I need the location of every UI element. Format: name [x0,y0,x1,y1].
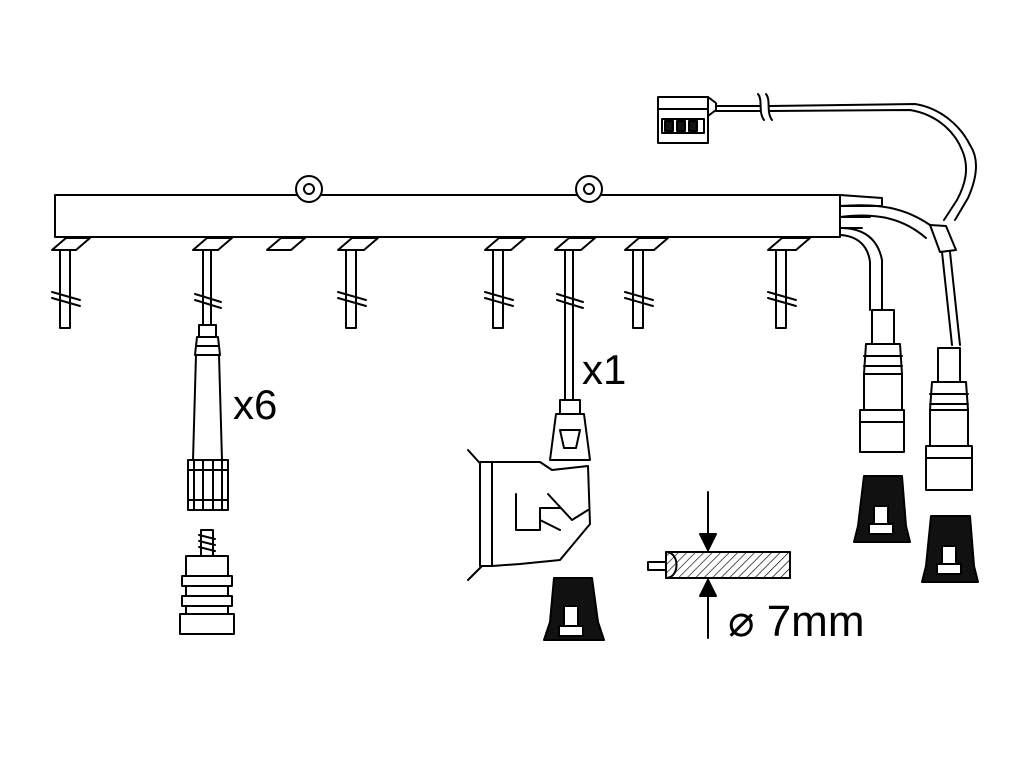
lead-right-2 [926,225,972,490]
black-boot-3 [922,516,978,582]
lead-stub-7 [625,238,668,328]
spark-plug-lead [188,250,228,510]
lead-stub-8 [768,238,810,328]
cable-cross-section [648,552,790,578]
lead-stub-2 [193,238,232,250]
rail-mount-left [296,176,322,202]
coil-lead [550,250,590,460]
black-boot-2 [854,476,910,542]
coil-connector [468,450,590,580]
cable-rail [55,195,930,310]
lead-stub-3 [267,238,305,250]
quantity-label-x6: x6 [233,381,278,428]
black-boot-1 [544,578,604,640]
sensor-plug [658,94,976,220]
lead-stub-4 [338,238,378,328]
dimension-arrows [700,492,716,638]
rail-mount-right [576,176,602,202]
diameter-label: ⌀ 7mm [728,597,865,646]
lead-stub-5 [485,238,525,328]
spark-plug-terminal [180,530,234,634]
lead-stub-1 [52,238,90,328]
quantity-label-x1: x1 [582,346,627,393]
lead-stub-6 [555,238,595,250]
lead-right-1 [860,310,904,452]
